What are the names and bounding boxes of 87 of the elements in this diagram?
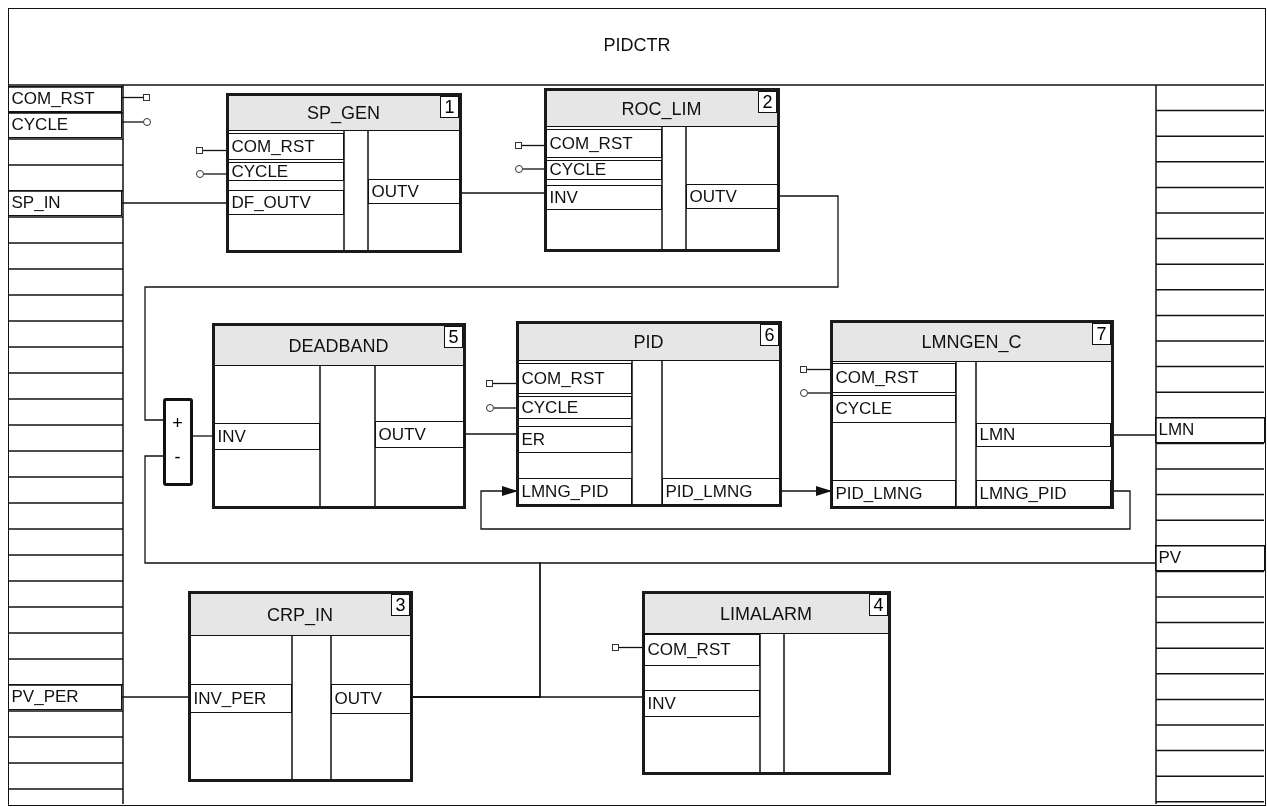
connector-line — [121, 121, 144, 123]
function-block — [225, 92, 462, 253]
connection-terminal-icon — [195, 169, 204, 178]
function-block — [641, 590, 891, 775]
connector-line — [202, 149, 229, 152]
pin-label: OUTV — [367, 178, 461, 204]
pin-label: OUTV — [374, 420, 465, 448]
block-title: SP_GEN — [307, 103, 380, 124]
function-block — [211, 322, 466, 509]
connector-line — [807, 392, 833, 394]
pin-label: CYCLE — [831, 394, 956, 423]
block-number: 7 — [1092, 322, 1111, 345]
block-number: 5 — [444, 325, 463, 348]
connector-line — [192, 435, 215, 437]
connection-terminal-icon — [485, 379, 493, 387]
connector-line — [121, 96, 144, 99]
pin-label: INV — [545, 184, 662, 210]
block-number: 1 — [440, 95, 459, 118]
block-title: DEADBAND — [288, 335, 389, 357]
arrow — [780, 486, 833, 496]
connection-terminal-icon — [142, 93, 150, 101]
connector-line — [460, 192, 547, 194]
connection-terminal-icon — [514, 164, 523, 173]
pin-label: COM_RST — [831, 362, 956, 393]
pin-label: LMN — [975, 422, 1111, 447]
block-title: LIMALARM — [720, 603, 812, 625]
connector-line — [522, 168, 547, 170]
function-block — [543, 87, 780, 252]
pin-label: OUTV — [330, 683, 412, 714]
pin-label: PID_LMNG — [661, 477, 781, 505]
connector-line — [121, 696, 191, 698]
pin-label: PV_PER — [7, 683, 122, 710]
block-number: 2 — [758, 90, 777, 113]
connection-terminal-icon — [142, 117, 151, 126]
pin-label: LMN — [1154, 416, 1265, 443]
pin-label: INV_PER — [189, 683, 292, 713]
function-block — [515, 320, 782, 507]
pin-label: COM_RST — [643, 633, 760, 666]
connection-terminal-icon — [485, 403, 494, 412]
pin-label: PID_LMNG — [831, 479, 956, 507]
connector-line — [121, 202, 229, 204]
connector-line — [492, 382, 519, 385]
pin-label: COM_RST — [7, 85, 122, 112]
block-number: 3 — [391, 593, 410, 616]
pin-label: CYCLE — [227, 161, 344, 181]
block-title: LMNGEN_C — [921, 332, 1022, 353]
pin-label: PV — [1154, 544, 1265, 571]
sign-label: - — [174, 446, 181, 468]
connector-line — [144, 455, 541, 698]
sign-label: + — [172, 412, 183, 434]
summing-junction — [162, 397, 193, 486]
pin-label: DF_OUTV — [227, 189, 344, 215]
pin-label: CYCLE — [545, 159, 662, 180]
pin-label: COM_RST — [227, 132, 344, 160]
pin-label: INV — [213, 422, 320, 450]
connector-line — [493, 407, 519, 409]
block-title: CRP_IN — [267, 604, 333, 626]
connector-line — [806, 368, 833, 371]
connection-terminal-icon — [799, 388, 808, 397]
pin-label: SP_IN — [7, 189, 122, 216]
arrow — [480, 486, 1131, 530]
pin-label: OUTV — [685, 183, 779, 209]
function-block — [829, 319, 1114, 509]
pin-label: INV — [643, 689, 760, 717]
connector-line — [144, 195, 839, 421]
block-number: 6 — [760, 323, 779, 346]
pin-label: COM_RST — [517, 362, 632, 394]
pin-label: CYCLE — [7, 111, 122, 138]
pin-label: LMNG_PID — [975, 479, 1111, 507]
connection-terminal-icon — [799, 365, 807, 373]
connection-terminal-icon — [195, 146, 203, 154]
connector-line — [203, 173, 229, 175]
function-block — [187, 590, 413, 782]
connection-terminal-icon — [611, 643, 619, 651]
connector-line — [521, 144, 547, 147]
pin-label: CYCLE — [517, 395, 632, 419]
connector-line — [464, 433, 519, 435]
pin-label: COM_RST — [545, 128, 662, 158]
function-block-frame — [8, 8, 1266, 806]
block-title: PID — [633, 332, 664, 353]
pin-label: LMNG_PID — [517, 477, 632, 505]
pin-label: ER — [517, 425, 632, 453]
block-title: ROC_LIM — [621, 98, 702, 120]
block-number: 4 — [869, 593, 888, 616]
connection-terminal-icon — [514, 141, 522, 149]
connector-line — [618, 646, 645, 649]
block-title: PIDCTR — [602, 35, 672, 56]
